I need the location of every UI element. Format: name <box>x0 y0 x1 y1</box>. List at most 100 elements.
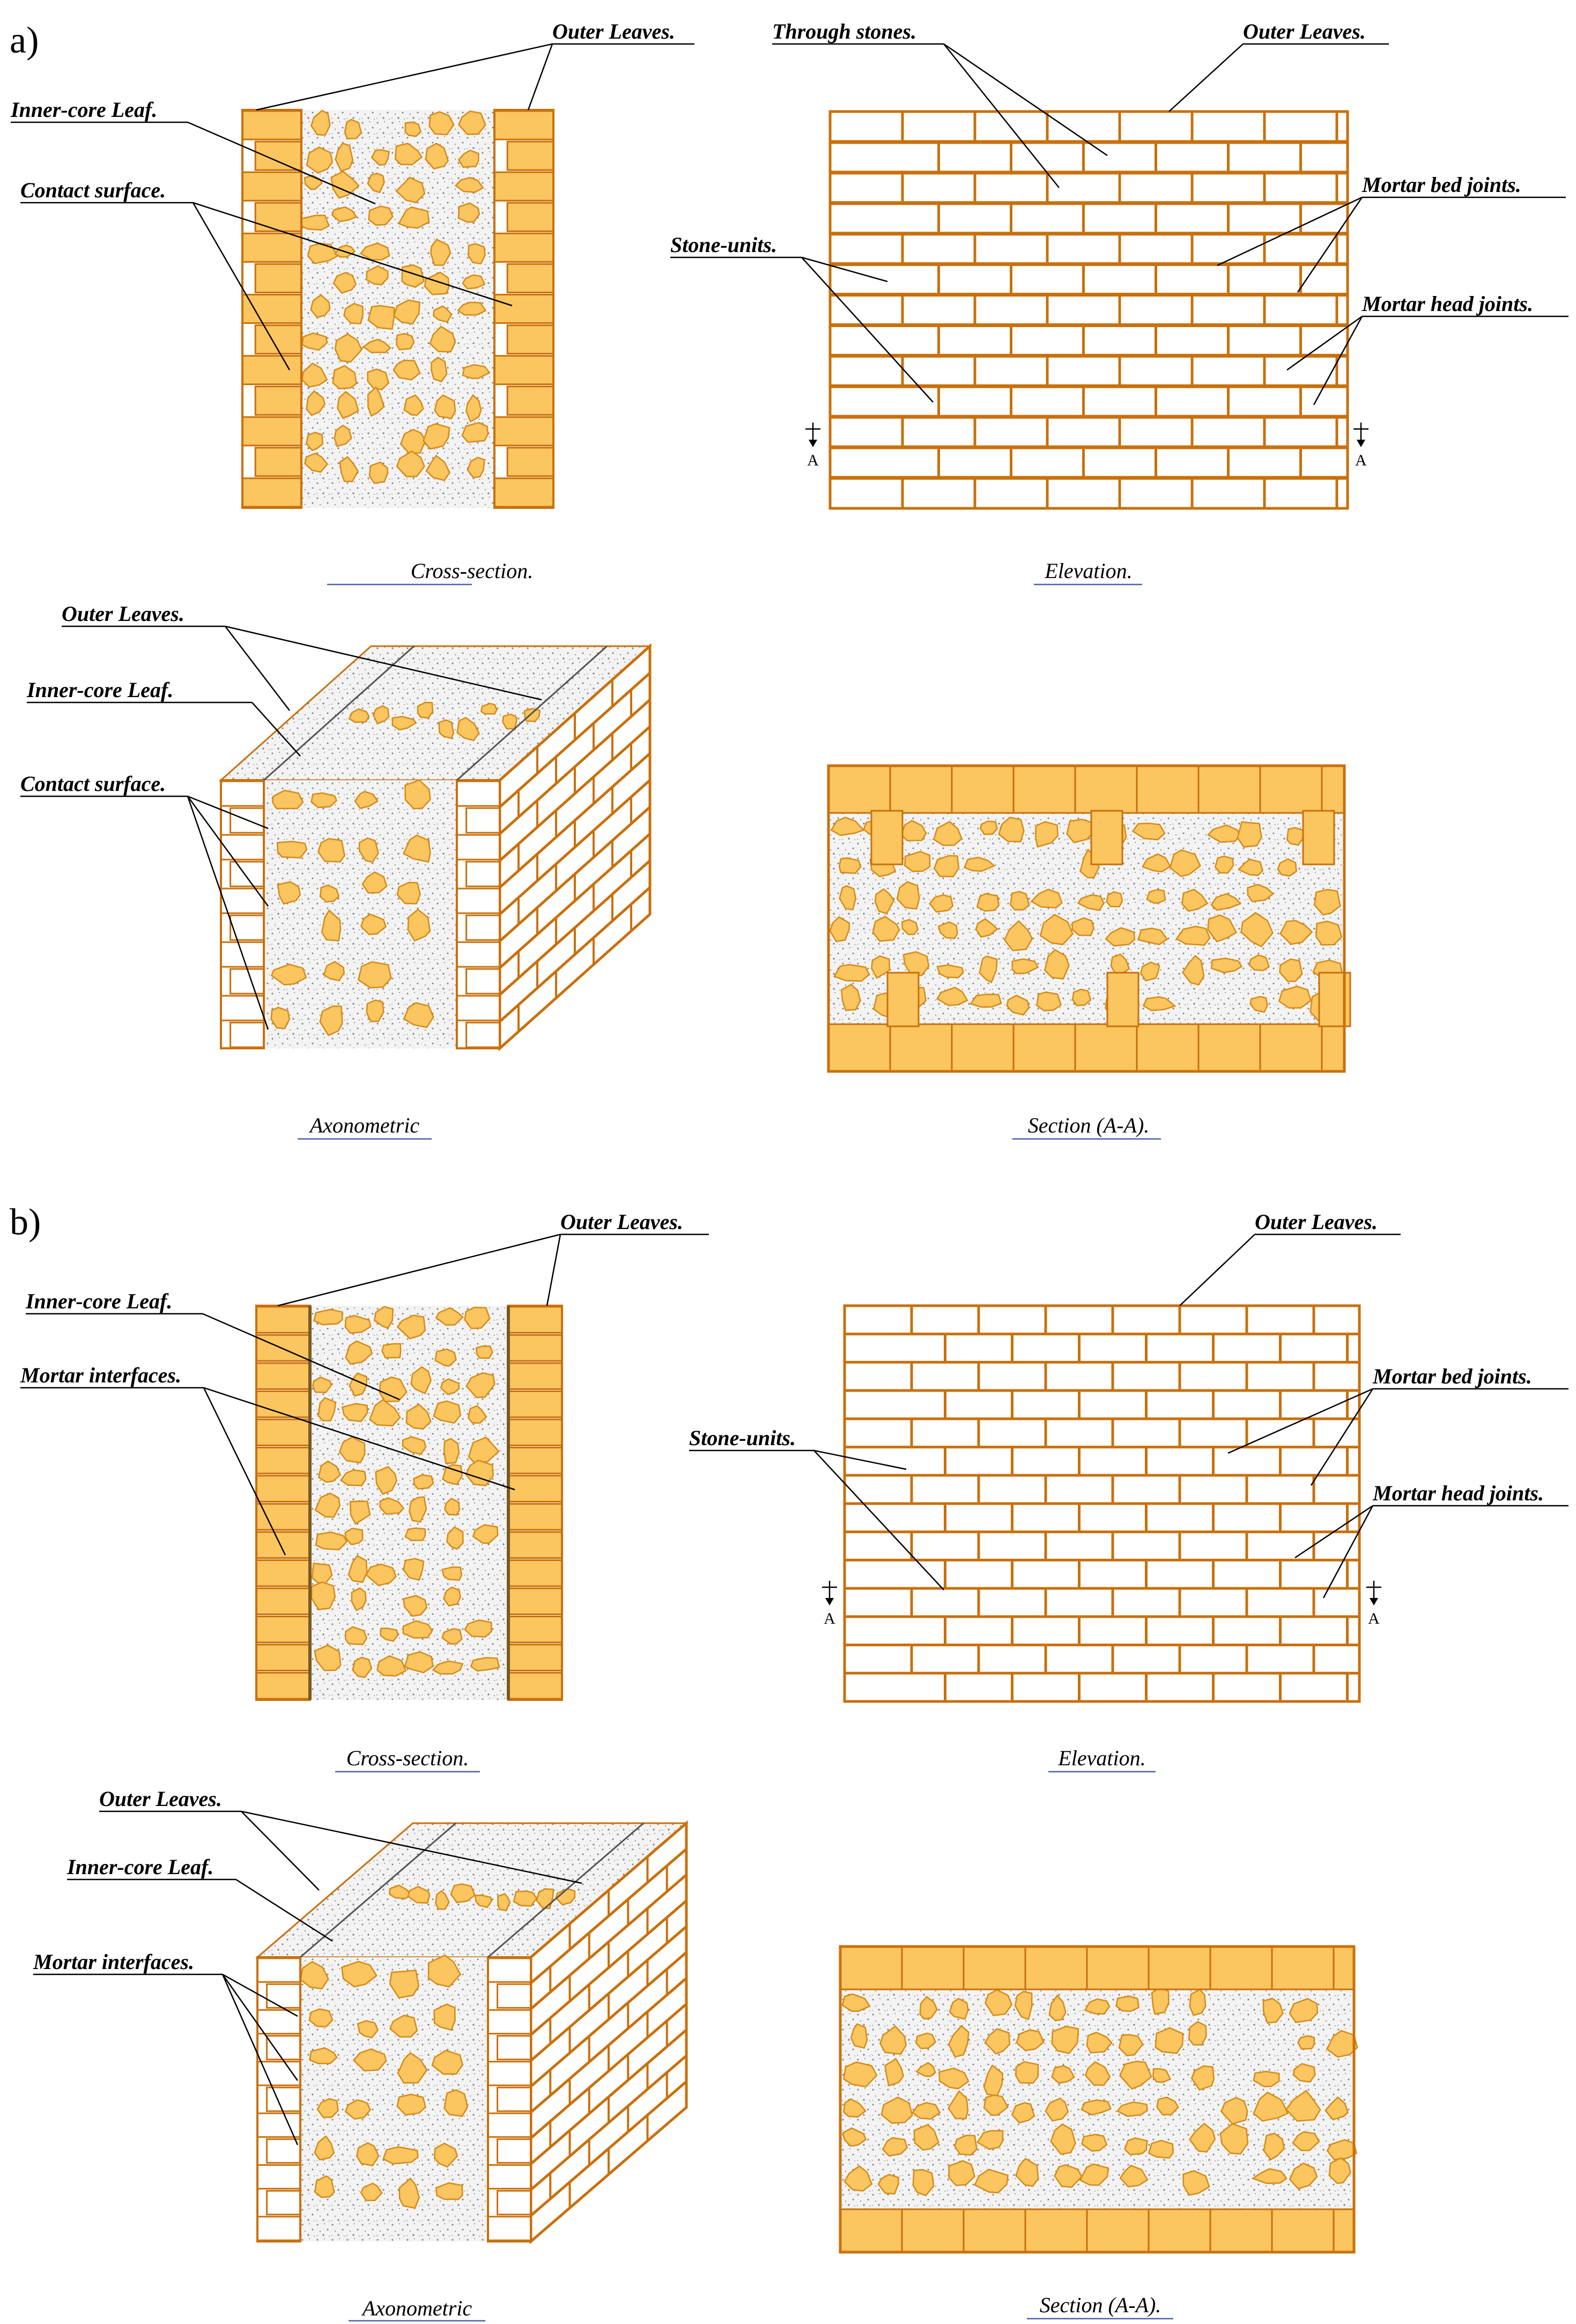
rubble-stone <box>1169 849 1201 877</box>
rubble-stone <box>1141 853 1172 872</box>
rubble-stone <box>1286 827 1305 846</box>
label-through-stones: Through stones. <box>772 19 916 43</box>
rubble-stone <box>1182 954 1205 986</box>
rubble-stone <box>362 338 391 353</box>
rubble-stone <box>1240 912 1274 948</box>
rubble-stone <box>457 150 479 168</box>
rubble-stone <box>919 1995 938 2020</box>
label-inner-core-leaf-axo: Inner-core Leaf. <box>66 1855 213 1879</box>
rubble-stone <box>475 1345 493 1359</box>
rubble-stone <box>1015 2061 1039 2084</box>
caption-elevation: Elevation. <box>1057 1746 1145 1770</box>
rubble-stone <box>1207 914 1238 943</box>
rubble-stone <box>450 1883 476 1904</box>
rubble-stone <box>1050 2123 1076 2155</box>
rubble-stone <box>310 792 338 809</box>
rubble-stone <box>396 2093 427 2116</box>
rubble-stone <box>954 2135 978 2156</box>
label-mortar-interfaces-axo: Mortar interfaces. <box>33 1950 194 1974</box>
rubble-stone <box>1084 1998 1111 2015</box>
rubble-stone <box>1248 954 1270 972</box>
rubble-stone <box>403 1558 425 1581</box>
rubble-stone <box>389 1884 413 1899</box>
rubble-stone <box>1140 961 1160 982</box>
rubble-stone <box>367 386 385 417</box>
rubble-stone <box>1151 1986 1170 2015</box>
rubble-stone <box>368 461 389 484</box>
leaf-block <box>241 477 302 508</box>
caption-elevation: Elevation. <box>1044 559 1132 583</box>
caption-cross-section: Cross-section. <box>346 1746 469 1770</box>
leaf-block <box>256 1957 301 1983</box>
rubble-stone <box>308 2008 334 2027</box>
rubble-stone <box>341 1403 368 1423</box>
leaf-block <box>255 1503 311 1531</box>
rubble-stone <box>1015 2157 1039 2187</box>
leaf-block <box>507 1644 563 1671</box>
caption-axonometric: Axonometric <box>308 1113 420 1137</box>
label-inner-core-leaf: Inner-core Leaf. <box>25 1289 172 1313</box>
rubble-stone <box>397 2052 428 2084</box>
leaf-block <box>497 1983 532 2009</box>
rubble-stone <box>963 856 996 872</box>
wall-face <box>828 110 1349 510</box>
rubble-stone <box>442 1464 463 1485</box>
rubble-stone <box>1181 889 1209 912</box>
cross-section-a <box>241 109 554 509</box>
rubble-stone <box>937 921 958 939</box>
leaf-block <box>254 140 302 171</box>
rubble-stone <box>1214 855 1234 874</box>
leaf-block <box>493 293 554 324</box>
rubble-stone <box>319 884 340 903</box>
rubble-stone <box>896 880 920 910</box>
label-inner-core-leaf: Inner-core Leaf. <box>10 98 157 122</box>
rubble-stone <box>933 820 963 846</box>
leaf-block <box>487 2216 532 2241</box>
rubble-stone <box>402 1620 433 1639</box>
rubble-stone <box>404 1651 434 1674</box>
rubble-stone <box>277 881 301 905</box>
rubble-stone <box>984 2028 1011 2055</box>
rubble-stone <box>332 365 358 389</box>
rubble-stone <box>1081 2099 1112 2116</box>
rubble-stone <box>314 2175 335 2198</box>
leaf-block <box>507 1306 563 1334</box>
rubble-stone <box>361 871 388 894</box>
leaf-block <box>493 171 554 202</box>
rubble-stone <box>844 2165 873 2192</box>
section-aa-b <box>839 1945 1358 2254</box>
leaf-block <box>254 447 302 477</box>
label-outer-leaves-axo: Outer Leaves. <box>99 1787 222 1811</box>
rubble-stone <box>1105 927 1136 947</box>
rubble-stone <box>458 110 486 135</box>
rubble-stone <box>1084 2061 1111 2086</box>
rubble-stone <box>402 1436 427 1455</box>
rubble-stone <box>1156 2096 1179 2116</box>
leaf-block <box>507 1362 563 1390</box>
rubble-stone <box>407 908 431 942</box>
leaf-block <box>255 1390 311 1418</box>
rubble-stone <box>393 299 421 325</box>
rubble-stone <box>1146 889 1166 904</box>
rubble-stone <box>441 1628 463 1645</box>
leaf-block <box>506 386 554 416</box>
rubble-stone <box>843 2061 878 2088</box>
rubble-stone <box>380 1627 399 1642</box>
rubble-stone <box>929 894 954 913</box>
leaf-block <box>254 202 302 232</box>
rubble-stone <box>456 716 480 742</box>
rubble-stone <box>1326 2030 1358 2058</box>
leaf-block <box>241 171 302 202</box>
rubble-stone <box>1253 2091 1289 2122</box>
rubble-stone <box>403 394 424 416</box>
rubble-stone <box>367 305 395 330</box>
rubble-stone <box>314 1492 341 1518</box>
rubble-stone <box>1188 2122 1216 2153</box>
rubble-stone <box>874 888 895 915</box>
rubble-stone <box>1325 2096 1349 2121</box>
rubble-stone <box>434 394 456 419</box>
section-marker: A <box>1368 1610 1380 1627</box>
rubble-stone <box>840 983 861 1011</box>
